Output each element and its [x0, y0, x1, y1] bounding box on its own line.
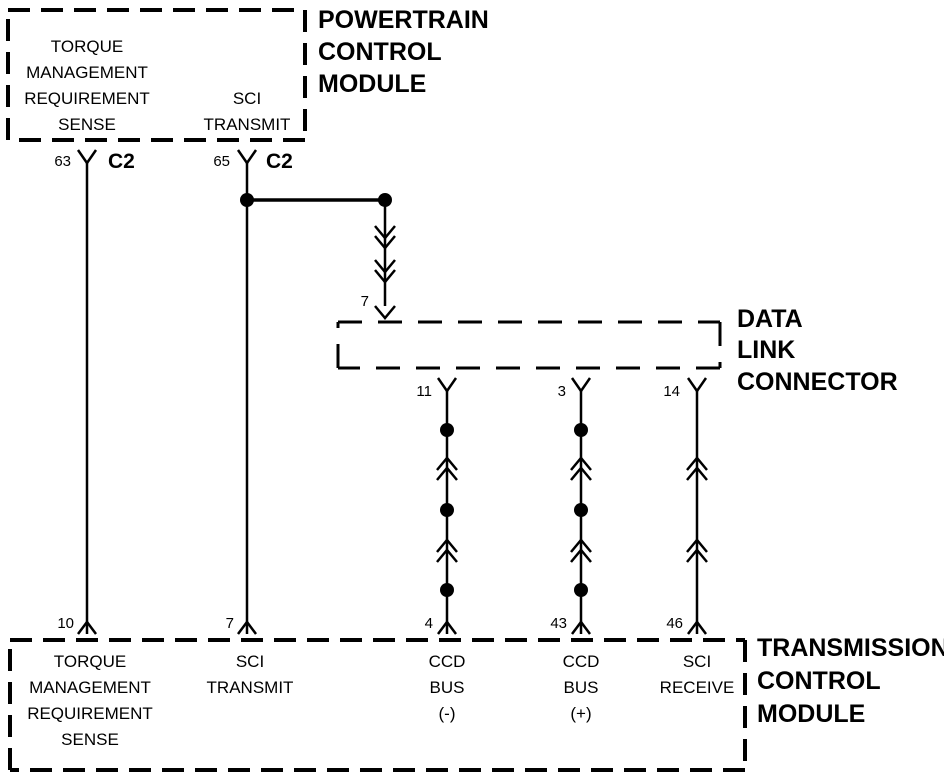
pcm-pin-65-number: 65 — [213, 153, 230, 170]
ccd-plus-up-arrow-2 — [570, 538, 592, 563]
tcm-title-1: TRANSMISSION — [757, 634, 944, 662]
dlc-pin-3-connector-symbol — [570, 377, 592, 394]
tcm-pin-4: 4 — [425, 615, 457, 635]
ccd-minus-splice-1 — [440, 423, 454, 437]
tcm-title-3: MODULE — [757, 700, 865, 728]
ccd-plus-splice-1 — [574, 423, 588, 437]
pcm-title-3: MODULE — [318, 70, 426, 98]
tcm-pin-43-connector-symbol — [571, 619, 591, 635]
tcm-sci-transmit-label-1: SCI — [236, 652, 264, 671]
tcm-pin-4-connector-symbol — [437, 619, 457, 635]
tcm-pin-46: 46 — [666, 615, 707, 635]
tcm-sci-transmit-label-2: TRANSMIT — [207, 678, 294, 697]
dlc-box-outline — [336, 320, 722, 370]
dlc-pin-7-number: 7 — [361, 293, 369, 310]
ccd-minus-up-arrow-1 — [436, 456, 458, 481]
dlc-pin-14: 14 — [663, 377, 708, 400]
dlc-title-2: LINK — [737, 336, 795, 364]
sci-receive-up-arrow-1 — [686, 456, 708, 481]
tcm-ccd-minus-label-3: (-) — [439, 704, 456, 723]
pcm-title-1: POWERTRAIN — [318, 6, 489, 34]
ccd-plus-splice-3 — [574, 583, 588, 597]
pcm-pin-63: 63 C2 — [54, 149, 135, 173]
tcm-box-outline — [8, 638, 747, 772]
dlc-pin-11: 11 — [416, 377, 458, 400]
sci-receive-wire — [686, 391, 708, 634]
dlc-title-3: CONNECTOR — [737, 368, 898, 396]
dlc-pin-11-connector-symbol — [436, 377, 458, 394]
tcm-ccd-minus-label-2: BUS — [430, 678, 465, 697]
dlc-pin-14-number: 14 — [663, 383, 680, 400]
tcm-pin-4-number: 4 — [425, 615, 433, 632]
sci-receive-up-arrow-2 — [686, 538, 708, 563]
tcm-pin-7: 7 — [226, 615, 257, 635]
tcm-pin-46-connector-symbol — [687, 619, 707, 635]
ccd-plus-up-arrow-1 — [570, 456, 592, 481]
tcm-sci-receive-label-1: SCI — [683, 652, 711, 671]
dlc-title-1: DATA — [737, 305, 803, 333]
dlc-pin-3: 3 — [558, 377, 592, 400]
pcm-sci-transmit-label-2: TRANSMIT — [204, 115, 291, 134]
pcm-pin-63-number: 63 — [54, 153, 71, 170]
tcm-title-2: CONTROL — [757, 667, 881, 695]
tcm-pin-10-number: 10 — [57, 615, 74, 632]
dlc-pin-11-number: 11 — [416, 383, 432, 400]
tcm-pin-43: 43 — [550, 615, 591, 635]
sci-to-dlc-direction-arrows — [374, 225, 396, 284]
ccd-bus-minus-wire — [436, 391, 458, 634]
pcm-box-outline — [6, 8, 307, 142]
pcm-pin-65: 65 C2 — [213, 149, 293, 173]
pcm-sci-transmit-label-1: SCI — [233, 89, 261, 108]
pcm-pin-65-connector-id: C2 — [266, 150, 293, 173]
pcm-pin-63-connector-id: C2 — [108, 150, 135, 173]
tcm-module: TORQUE MANAGEMENT REQUIREMENT SENSE SCI … — [8, 634, 944, 772]
pcm-module: TORQUE MANAGEMENT REQUIREMENT SENSE SCI … — [6, 6, 489, 142]
tcm-ccd-plus-label-2: BUS — [564, 678, 599, 697]
data-link-connector: 7 DATA LINK CONNECTOR — [336, 293, 898, 396]
dlc-pin-14-connector-symbol — [686, 377, 708, 394]
tcm-torque-label-2: MANAGEMENT — [29, 678, 151, 697]
tcm-pin-10: 10 — [57, 615, 97, 635]
pcm-torque-label-1: TORQUE — [51, 37, 123, 56]
tcm-ccd-plus-label-1: CCD — [563, 652, 600, 671]
tcm-ccd-plus-label-3: (+) — [570, 704, 591, 723]
ccd-minus-splice-2 — [440, 503, 454, 517]
pcm-pin-63-connector-symbol — [76, 149, 98, 166]
down-arrow-pair-2 — [374, 259, 396, 284]
ccd-plus-splice-2 — [574, 503, 588, 517]
pcm-title-2: CONTROL — [318, 38, 442, 66]
tcm-torque-label-3: REQUIREMENT — [27, 704, 153, 723]
tcm-pin-43-number: 43 — [550, 615, 567, 632]
tcm-pin-10-connector-symbol — [77, 619, 97, 635]
tcm-torque-label-1: TORQUE — [54, 652, 126, 671]
down-arrow-pair-1 — [374, 225, 396, 250]
ccd-bus-plus-wire — [570, 391, 592, 634]
tcm-pin-7-number: 7 — [226, 615, 234, 632]
dlc-pin-7-connector-symbol — [374, 305, 396, 320]
tcm-pin-46-number: 46 — [666, 615, 683, 632]
dlc-pin-3-number: 3 — [558, 383, 566, 400]
tcm-sci-receive-label-2: RECEIVE — [660, 678, 735, 697]
pcm-torque-label-4: SENSE — [58, 115, 116, 134]
ccd-minus-up-arrow-2 — [436, 538, 458, 563]
pcm-torque-label-2: MANAGEMENT — [26, 63, 148, 82]
pcm-torque-label-3: REQUIREMENT — [24, 89, 150, 108]
pcm-pin-65-connector-symbol — [236, 149, 258, 166]
tcm-torque-label-4: SENSE — [61, 730, 119, 749]
tcm-ccd-minus-label-1: CCD — [429, 652, 466, 671]
ccd-minus-splice-3 — [440, 583, 454, 597]
tcm-pin-7-connector-symbol — [237, 619, 257, 635]
